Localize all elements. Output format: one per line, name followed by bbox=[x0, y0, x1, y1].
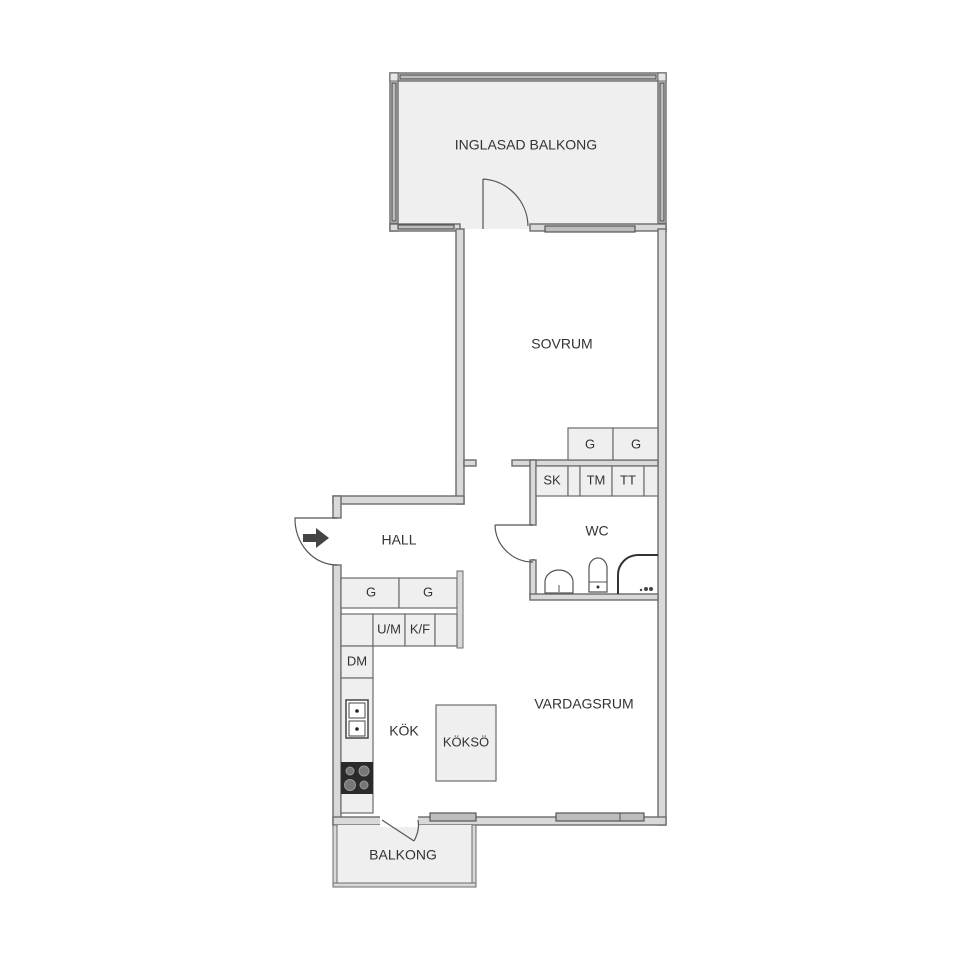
fixture-label-dryer: TT bbox=[620, 472, 636, 487]
hall-wardrobe-1 bbox=[340, 577, 400, 609]
room-label-kitchen-island: KÖKSÖ bbox=[443, 734, 489, 749]
room-label-living-room: VARDAGSRUM bbox=[534, 696, 633, 712]
fixture-label-microwave-oven: U/M bbox=[377, 621, 401, 636]
fixture-label-fridge-freezer: K/F bbox=[410, 621, 430, 636]
toilet-icon bbox=[588, 557, 608, 593]
room-label-glazed-balcony: INGLASAD BALKONG bbox=[455, 137, 597, 153]
wardrobe-label: G bbox=[366, 584, 376, 599]
wc: SK TM TT WC bbox=[535, 465, 659, 594]
balcony-door[interactable] bbox=[482, 178, 529, 229]
room-label-bedroom: SOVRUM bbox=[531, 336, 592, 352]
wardrobe-label: G bbox=[585, 436, 595, 451]
entrance-door[interactable] bbox=[294, 517, 338, 566]
fixture-label-washer: TM bbox=[587, 472, 606, 487]
wardrobe-label: G bbox=[631, 436, 641, 451]
kitchen-balcony-door[interactable] bbox=[380, 815, 420, 842]
kitchen-island bbox=[435, 704, 497, 782]
washbasin-icon bbox=[544, 569, 574, 594]
wc-door[interactable] bbox=[494, 524, 534, 563]
shower-icon bbox=[617, 554, 658, 594]
bedroom-wardrobe-2 bbox=[612, 427, 659, 461]
hall-wardrobe-2 bbox=[398, 577, 458, 609]
fixture-label-cabinet: SK bbox=[543, 472, 561, 487]
apartment-walls bbox=[332, 228, 667, 826]
stove-icon bbox=[341, 762, 373, 794]
bedroom: SOVRUM G G bbox=[531, 336, 659, 461]
hall: HALL G G bbox=[294, 517, 464, 649]
room-label-balcony: BALKONG bbox=[369, 847, 437, 863]
glazed-balcony: INGLASAD BALKONG bbox=[389, 72, 667, 233]
wardrobe-label: G bbox=[423, 584, 433, 599]
fixture-label-dishwasher: DM bbox=[347, 653, 367, 668]
living-room: VARDAGSRUM bbox=[534, 696, 633, 712]
room-label-wc: WC bbox=[585, 523, 608, 539]
kitchen-sink-icon bbox=[345, 699, 369, 739]
entrance-arrow-icon bbox=[303, 528, 329, 548]
room-label-kitchen: KÖK bbox=[389, 722, 419, 739]
kitchen: U/M K/F DM KÖK KÖKSÖ bbox=[340, 613, 497, 814]
room-label-hall: HALL bbox=[381, 532, 416, 548]
